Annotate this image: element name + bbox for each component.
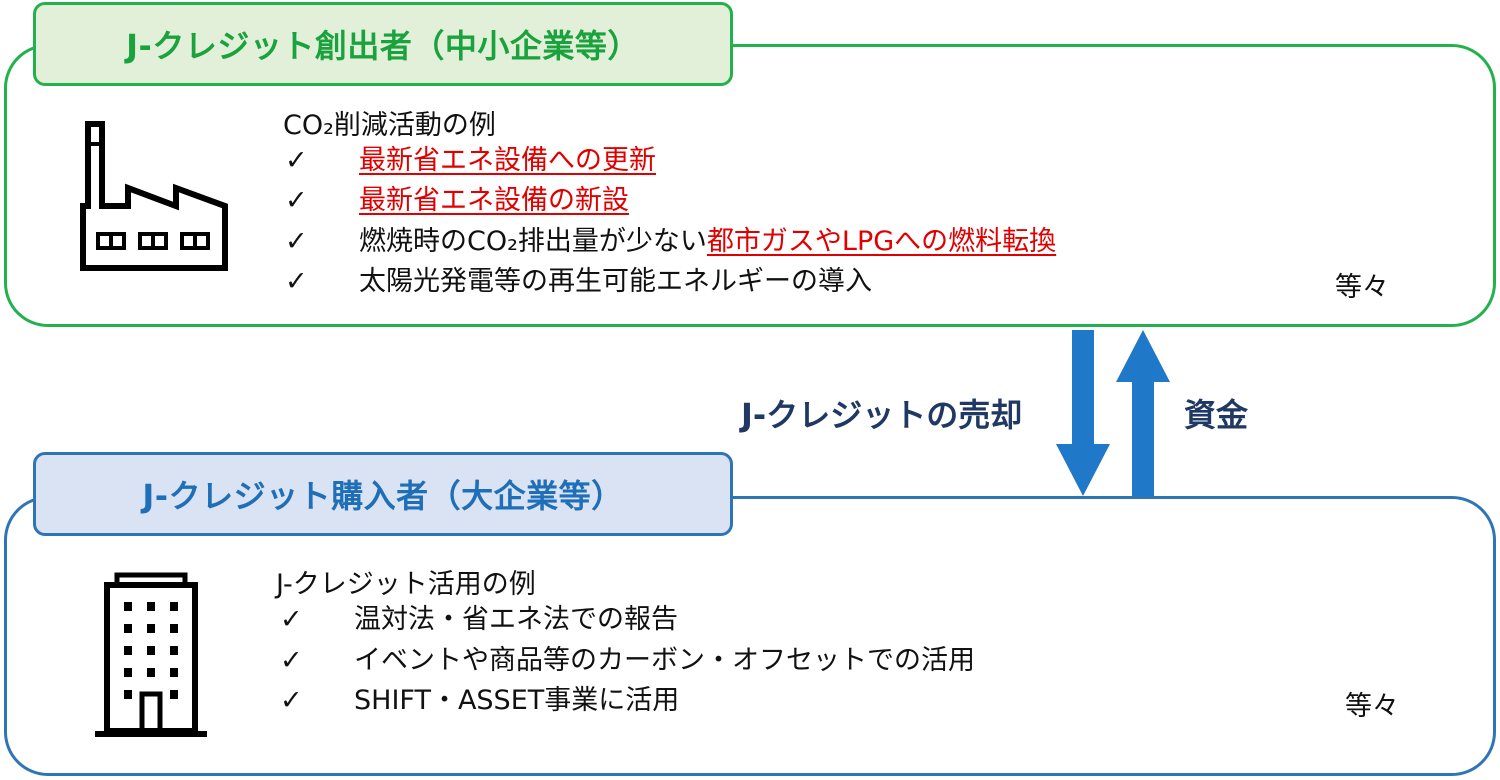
creator-item-2-highlight: 最新省エネ設備の新設: [359, 185, 629, 216]
checkmark-icon: ✓: [285, 226, 308, 257]
credit-sale-label: J-クレジットの売却: [741, 396, 1023, 434]
buyer-etc-label: 等々: [1345, 691, 1399, 722]
creator-title: J-クレジット創出者（中小企業等）: [33, 2, 733, 86]
buyer-item-1-text: 温対法・省エネ法での報告: [354, 604, 678, 635]
creator-item-4-text: 太陽光発電等の再生可能エネルギーの導入: [359, 266, 872, 297]
checkmark-icon: ✓: [285, 145, 308, 176]
factory-icon: [80, 121, 228, 271]
office-building-icon: [95, 572, 207, 737]
buyer-examples-heading: J-クレジット活用の例: [276, 569, 536, 600]
buyer-item-3-text: SHIFT・ASSET事業に活用: [354, 685, 680, 716]
creator-etc-label: 等々: [1335, 272, 1389, 303]
creator-item-1-highlight: 最新省エネ設備への更新: [359, 145, 656, 176]
funds-label: 資金: [1184, 396, 1249, 434]
creator-panel: [4, 44, 1496, 327]
checkmark-icon: ✓: [280, 604, 303, 635]
buyer-item-2-text: イベントや商品等のカーボン・オフセットでの活用: [354, 645, 975, 676]
checkmark-icon: ✓: [280, 685, 303, 716]
creator-item-3-highlight: 都市ガスやLPGへの燃料転換: [706, 226, 1057, 257]
funds-up-arrow: [1116, 330, 1170, 496]
checkmark-icon: ✓: [280, 645, 303, 676]
checkmark-icon: ✓: [285, 185, 308, 216]
creator-item-3-text: 燃焼時のCO₂排出量が少ない: [359, 226, 707, 257]
creator-examples-heading: CO₂削減活動の例: [283, 110, 496, 141]
checkmark-icon: ✓: [285, 266, 308, 297]
credit-sale-down-arrow: [1056, 330, 1110, 496]
buyer-title: J-クレジット購入者（大企業等）: [33, 452, 733, 536]
buyer-panel: [4, 496, 1496, 776]
